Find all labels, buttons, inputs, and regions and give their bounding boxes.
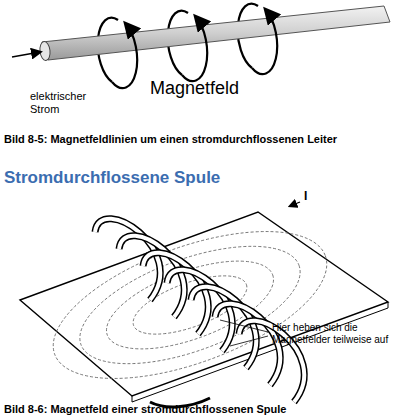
section-heading: Stromdurchflossene Spule	[4, 168, 404, 188]
current-arrow	[12, 52, 40, 57]
current-label: I	[304, 190, 324, 204]
figure-caption: Bild 8-6: Magnetfeld einer stromdurchflo…	[4, 403, 404, 416]
plate-edge	[132, 302, 388, 402]
field-ring	[112, 10, 277, 88]
conductor	[42, 6, 390, 60]
plate	[20, 212, 388, 396]
conductor-end	[39, 41, 51, 61]
coil-windings	[95, 219, 304, 407]
field-lines	[35, 201, 345, 409]
leader-line	[220, 320, 268, 346]
figure-caption: Bild 8-5: Magnetfeldlinien um einen stro…	[4, 133, 404, 146]
field-label: Magnetfeld	[150, 78, 270, 99]
annotation: Hier heben sich die Magnetfelder teilwei…	[272, 322, 392, 345]
current-arrow	[290, 202, 300, 206]
plain-label: elektrischer Strom	[30, 90, 100, 115]
